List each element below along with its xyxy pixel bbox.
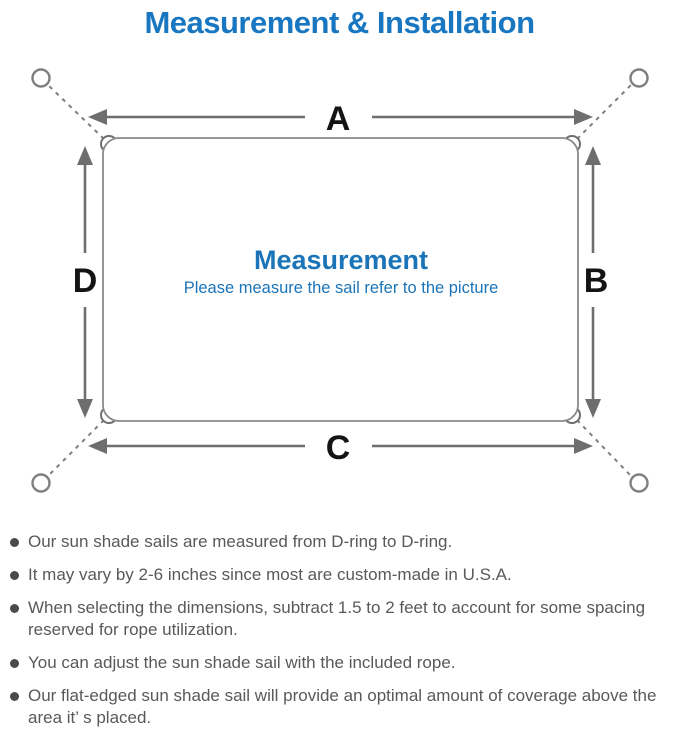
measurement-arrows xyxy=(77,109,601,454)
rope-bottom-right xyxy=(576,419,633,478)
page-title: Measurement & Installation xyxy=(144,5,535,40)
bullet-dot xyxy=(10,538,19,547)
note-item-adjust-rope: You can adjust the sun shade sail with t… xyxy=(0,652,673,674)
bullet-dot xyxy=(10,571,19,580)
note-text: When selecting the dimensions, subtract … xyxy=(28,598,646,639)
anchor-ring-top-right xyxy=(629,68,649,88)
note-item-subtract-spacing: When selecting the dimensions, subtract … xyxy=(0,597,673,641)
arrow-c xyxy=(88,438,593,454)
arrow-d xyxy=(77,146,93,418)
anchor-point-rings xyxy=(31,68,649,493)
anchor-ring-top-left xyxy=(31,68,51,88)
arrow-b xyxy=(585,146,601,418)
anchor-ring-bottom-left xyxy=(31,473,51,493)
bullet-dot xyxy=(10,692,19,701)
note-text: You can adjust the sun shade sail with t… xyxy=(28,653,456,672)
dimension-label-b: B xyxy=(584,262,609,300)
diagram-center-title: Measurement xyxy=(254,245,428,275)
dimension-label-d: D xyxy=(73,262,98,300)
measurement-diagram: A B C D Measurement Please measure the s… xyxy=(31,68,649,493)
note-text: Our sun shade sails are measured from D-… xyxy=(28,532,453,551)
note-text: It may vary by 2-6 inches since most are… xyxy=(28,565,512,584)
anchor-ring-bottom-right xyxy=(629,473,649,493)
bullet-dot xyxy=(10,604,19,613)
sail-outline xyxy=(102,137,579,422)
rope-top-right xyxy=(576,83,633,140)
anchor-rope-dashed-lines xyxy=(46,83,633,478)
rope-top-left xyxy=(46,83,105,140)
note-item-flat-edged-coverage: Our flat-edged sun shade sail will provi… xyxy=(0,685,673,729)
bullet-dot xyxy=(10,659,19,668)
note-item-vary-inches: It may vary by 2-6 inches since most are… xyxy=(0,564,673,586)
arrow-a xyxy=(88,109,593,125)
dimension-label-c: C xyxy=(326,429,351,467)
note-text: Our flat-edged sun shade sail will provi… xyxy=(28,686,657,727)
note-item-measured-d-ring: Our sun shade sails are measured from D-… xyxy=(0,531,673,553)
diagram-center-subtitle: Please measure the sail refer to the pic… xyxy=(184,279,499,297)
notes-list: Our sun shade sails are measured from D-… xyxy=(0,531,679,729)
dimension-label-a: A xyxy=(326,100,351,138)
